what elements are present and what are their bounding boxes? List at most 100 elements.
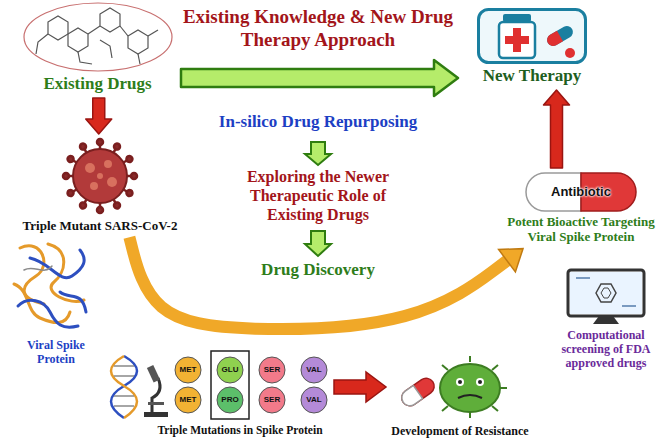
node-title: Antibiotic (551, 184, 611, 199)
node-title: Triple Mutant SARS-CoV-2 (2, 218, 198, 233)
spike-protein-ribbon (60, 292, 86, 312)
rrect-outline (477, 8, 587, 64)
resistant-bacterium (476, 378, 484, 386)
resistance-arrow (334, 372, 386, 402)
resistant-bacterium (440, 364, 500, 412)
amino-acid: MET (174, 386, 202, 414)
node-title: GLU (222, 365, 239, 374)
molecule-sketch (120, 26, 128, 36)
resistant-bacterium (399, 375, 438, 409)
virus-spikes (97, 139, 103, 145)
resistant-bacterium (399, 375, 438, 409)
monitor-screen (622, 305, 636, 307)
monitor-outline (566, 268, 646, 326)
dna-microscope-icon (111, 356, 137, 418)
virus-spikes (79, 201, 87, 209)
node-title: MET (180, 365, 197, 374)
ellipse-outline (23, 2, 173, 72)
resistant-bacterium (458, 395, 482, 398)
arrow-body (86, 98, 112, 134)
molecule-sketch (78, 52, 92, 64)
node-title: MET (180, 395, 197, 404)
amino-acid: MET (174, 356, 202, 384)
resistant-bacterium (399, 356, 507, 418)
virus-spikes (125, 155, 133, 163)
virus-spikes (66, 155, 74, 163)
therapy-arrow (544, 90, 570, 168)
amino-acid: PRO (216, 386, 244, 414)
molecule-sketch (138, 54, 140, 64)
green-down-arrow (305, 231, 331, 256)
molecule-sketch (88, 26, 100, 34)
dna-microscope-icon (147, 365, 160, 382)
green-down-arrow (305, 142, 331, 165)
drug-library: Existing Drugs (20, 2, 175, 94)
node-title: SER (264, 395, 280, 404)
amino-acid: GLU (216, 356, 244, 384)
virus-spikes (79, 142, 87, 150)
monitor-screen (576, 277, 590, 279)
ellipse-shape (23, 2, 173, 72)
virus-spikes (113, 142, 121, 150)
figure-label: Triple Mutations in Spike Protein (120, 424, 360, 438)
figure-label: Viral Spike Protein (8, 338, 104, 367)
circle-shape: SER (258, 386, 286, 414)
molecule-sketch (148, 30, 158, 36)
figure-label: Development of Resistance (380, 424, 540, 438)
dna-microscope-icon (152, 378, 160, 412)
circle-shape: PRO (216, 386, 244, 414)
virus-spikes (63, 173, 69, 179)
resistant-bacterium (478, 380, 482, 384)
monitor-shape (566, 268, 646, 326)
therapy-box: New Therapy (462, 8, 602, 86)
spike-protein-ribbon (24, 266, 52, 270)
circle-shape: MET (174, 356, 202, 384)
circle-shape: GLU (216, 356, 244, 384)
virus-spikes (63, 139, 137, 213)
medicine-icon (545, 31, 563, 48)
virus-spikes (113, 201, 121, 209)
monitor-screen (570, 272, 642, 314)
virus-spikes (97, 207, 103, 213)
arrow-body (544, 90, 570, 168)
medicine-icon (479, 10, 585, 62)
process-label: In-silico Drug Repurposing (198, 112, 438, 132)
arrow-body (181, 60, 458, 96)
molecule-sketch (48, 16, 68, 40)
node-title: PRO (221, 395, 238, 404)
amino-acid: SER (258, 386, 286, 414)
resistant-bacterium (399, 385, 423, 408)
node-title: SER (264, 365, 280, 374)
dna-microscope-icon (114, 405, 134, 407)
node-title: New Therapy (462, 66, 602, 86)
node-caption: Potent Bioactive Targeting Viral Spike P… (498, 214, 664, 245)
circle-shape: MET (174, 386, 202, 414)
medicine-icon (499, 22, 535, 58)
capsule-shape: Antibiotic (525, 172, 637, 212)
dna-microscope-icon (114, 365, 134, 367)
virus-spikes (125, 189, 133, 197)
circle-shape: VAL (300, 386, 328, 414)
medicine-icon (545, 24, 575, 48)
resistant-bacterium (442, 406, 448, 411)
medicine-icon (479, 10, 585, 62)
monitor-screen (601, 288, 611, 298)
dna-microscope-icon (111, 356, 168, 418)
mutation-arrow (86, 98, 112, 134)
resistant-bacterium (492, 365, 498, 370)
virus-spikes (66, 189, 74, 197)
amino-acid: SER (258, 356, 286, 384)
diagram-title: Existing Knowledge & New Drug Therapy Ap… (174, 6, 462, 52)
molecule-sketch (68, 28, 88, 52)
spike-protein-ribbon (30, 250, 84, 278)
process-label: Drug Discovery (218, 260, 418, 280)
virus-node: Triple Mutant SARS-CoV-2 (2, 136, 198, 233)
node-title: VAL (306, 395, 321, 404)
virus-spikes (131, 173, 137, 179)
repurposing-arrow (181, 60, 458, 96)
screening-monitor: Computational screening of FDA approved … (548, 268, 664, 370)
arrow-shaft (129, 237, 507, 329)
monitor-screen (570, 272, 642, 314)
targeting-curve-arrow (129, 237, 523, 329)
dna-microscope-icon (114, 395, 134, 397)
